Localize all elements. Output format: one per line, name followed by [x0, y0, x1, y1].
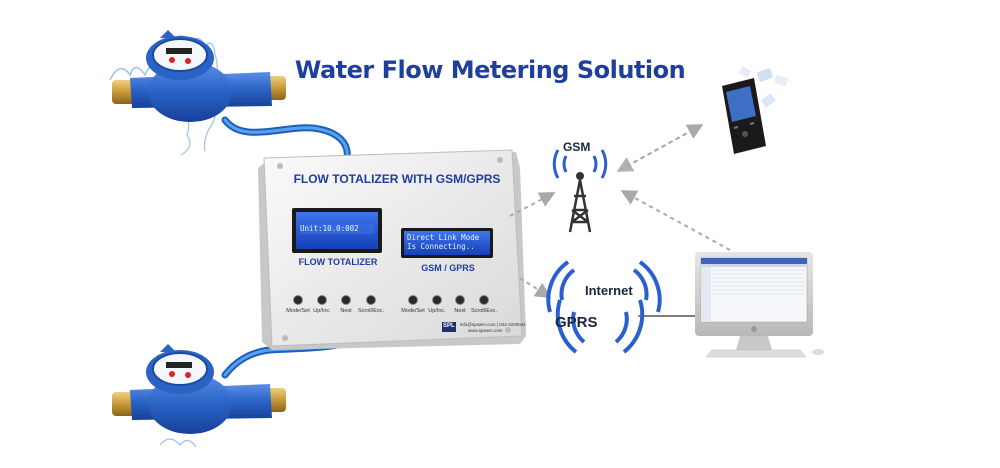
lcd2-line2: Is Connecting.. [407, 242, 475, 251]
enclosure-title: FLOW TOTALIZER WITH GSM/GPRS [293, 172, 501, 186]
spl-logo-text: SPL [443, 323, 455, 329]
device-button-1 [293, 295, 303, 305]
internet-gprs-waves-icon [546, 260, 662, 354]
contact-line-1: info@spswm.com | 044-4220044 [460, 322, 526, 327]
device-button-label-4: Scroll/Exc. [358, 308, 384, 314]
device-button-4 [366, 295, 376, 305]
contact-line-2: www.spswm.com [468, 328, 503, 333]
device-button-label-3: Next [340, 308, 352, 314]
device-button-3 [341, 295, 351, 305]
arrow-gsm-to-phone [619, 124, 704, 171]
arrow-computer-to-gsm [620, 190, 731, 251]
water-meter-top [109, 30, 286, 156]
gprs-label: GPRS [555, 314, 598, 331]
desktop-computer-icon [695, 252, 824, 358]
lcd1-caption: FLOW TOTALIZER [298, 257, 378, 267]
mobile-phone-icon [722, 66, 788, 154]
diagram-title: Water Flow Metering Solution [294, 56, 686, 84]
lcd2-line1: Direct Link Mode [407, 233, 480, 242]
device-button-8 [479, 295, 489, 305]
device-button-2 [317, 295, 327, 305]
device-button-label-6: Up/Inc. [428, 308, 446, 314]
water-meter-bottom [112, 344, 286, 448]
gsm-tower-icon [552, 149, 608, 233]
lcd1-line1: Unit:10.0:002 [300, 224, 359, 233]
lcd-gsm-gprs [401, 228, 493, 258]
button-row [293, 295, 489, 305]
spl-logo-mark [442, 322, 456, 332]
device-button-7 [455, 295, 465, 305]
lcd-flow-totalizer [292, 208, 382, 253]
arrow-box-to-gprs [519, 277, 552, 299]
device-button-label-2: Up/Inc. [313, 308, 331, 314]
pipe-top [221, 116, 351, 169]
device-button-label-7: Next [454, 308, 466, 314]
internet-label: Internet [585, 283, 633, 298]
device-button-label-1: Mode/Set [286, 308, 310, 314]
lcd2-caption: GSM / GPRS [421, 263, 475, 273]
device-button-6 [432, 295, 442, 305]
signal-arrows [509, 124, 731, 317]
device-button-label-8: Scroll/Exc. [471, 308, 497, 314]
device-button-label-5: Mode/Set [401, 308, 425, 314]
device-button-5 [408, 295, 418, 305]
gsm-label: GSM [563, 140, 591, 154]
